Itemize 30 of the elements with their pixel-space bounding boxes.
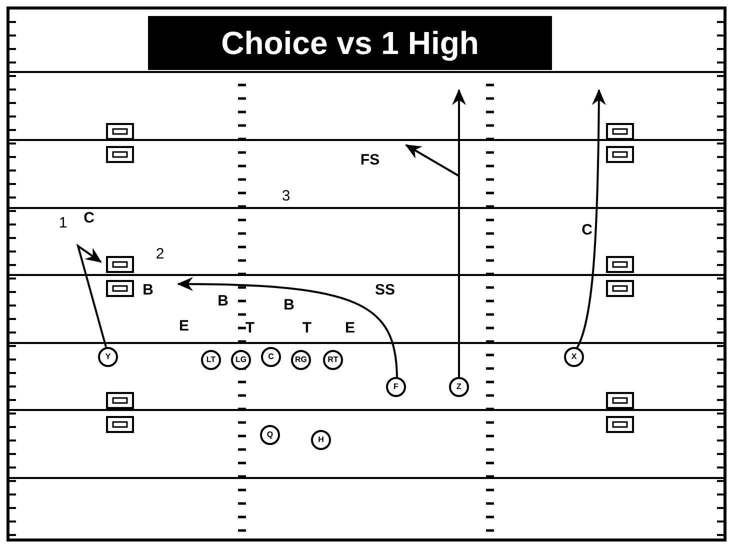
route-arrow (576, 89, 606, 348)
player-circle: Z (449, 377, 469, 397)
route-arrow (76, 244, 107, 348)
zone-number: 1 (58, 216, 68, 230)
defender-label: E (179, 318, 189, 334)
defender-label: FS (360, 152, 380, 168)
title: Choice vs 1 High (148, 16, 552, 70)
zone-number: 3 (282, 188, 290, 204)
player-circle: C (261, 347, 281, 367)
zone-number: 2 (156, 246, 164, 262)
player-circle: Q (260, 425, 280, 445)
defender-label: B (284, 298, 294, 312)
player-circle: H (311, 430, 331, 450)
defender-label: C (84, 210, 94, 226)
player-circle: LT (201, 350, 221, 370)
player-circle: Y (98, 347, 118, 367)
defender-label: T (245, 320, 255, 336)
route-arrow (405, 144, 460, 377)
defender-label: SS (375, 282, 395, 298)
player-circle: RT (323, 350, 343, 370)
player-circle: X (564, 347, 584, 367)
player-circle: F (386, 377, 406, 397)
defender-label: T (302, 320, 312, 336)
player-circle: LG (231, 350, 251, 370)
defender-label: B (142, 282, 154, 298)
defender-label: B (218, 294, 228, 308)
route-arrow (177, 277, 398, 378)
player-circle: RG (291, 350, 311, 370)
defender-label: C (582, 222, 592, 238)
defender-label: E (345, 320, 355, 336)
